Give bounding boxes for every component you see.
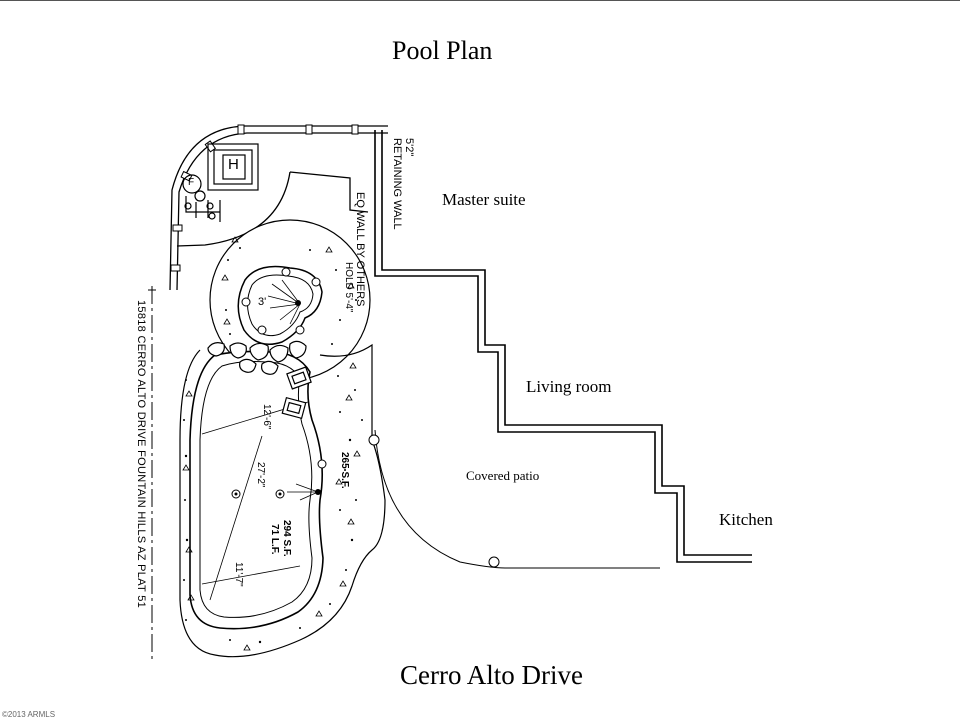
pool-width-bottom-label: 11'-7" — [233, 562, 244, 587]
deck-triangles — [182, 236, 361, 651]
pool-length-label: 27'-2" — [255, 462, 266, 488]
house-wall — [374, 130, 752, 563]
pool-perimeter-label: 71 L.F. — [269, 524, 280, 555]
spa — [209, 219, 371, 381]
equipment-pad — [182, 143, 259, 222]
patio-edge — [368, 429, 660, 569]
pool-area-label: 294 S.F. — [281, 520, 292, 557]
watermark: ©2013 ARMLS — [2, 710, 56, 719]
property-line — [148, 286, 156, 660]
heater-letter: H — [228, 156, 239, 173]
retaining-wall-height: 5'2" — [403, 138, 415, 157]
page-title: Pool Plan — [392, 36, 493, 65]
pool-width-top-label: 12'-6" — [261, 404, 272, 430]
hold-label: HOLD 5'-4" — [343, 262, 354, 313]
top-border — [0, 0, 960, 1]
room-master-suite: Master suite — [442, 190, 526, 209]
deck-stipple — [183, 247, 363, 644]
room-covered-patio: Covered patio — [466, 468, 540, 483]
address-label: 15818 CERRO ALTO DRIVE FOUNTAIN HILLS AZ… — [135, 300, 147, 609]
pool — [189, 350, 327, 630]
room-living-room: Living room — [526, 377, 612, 396]
spa-depth-label: 3' — [258, 296, 267, 308]
filter-letter: F — [188, 177, 195, 188]
boulders — [207, 340, 307, 375]
room-kitchen: Kitchen — [719, 510, 773, 529]
pool-deck — [179, 343, 386, 658]
steps — [281, 366, 312, 420]
eq-wall-label: EQ WALL BY OTHERS — [354, 192, 366, 307]
street-name: Cerro Alto Drive — [400, 660, 583, 690]
retaining-wall-label: RETAINING WALL — [391, 138, 403, 230]
deck-area-label: 265 S.F. — [339, 452, 350, 489]
